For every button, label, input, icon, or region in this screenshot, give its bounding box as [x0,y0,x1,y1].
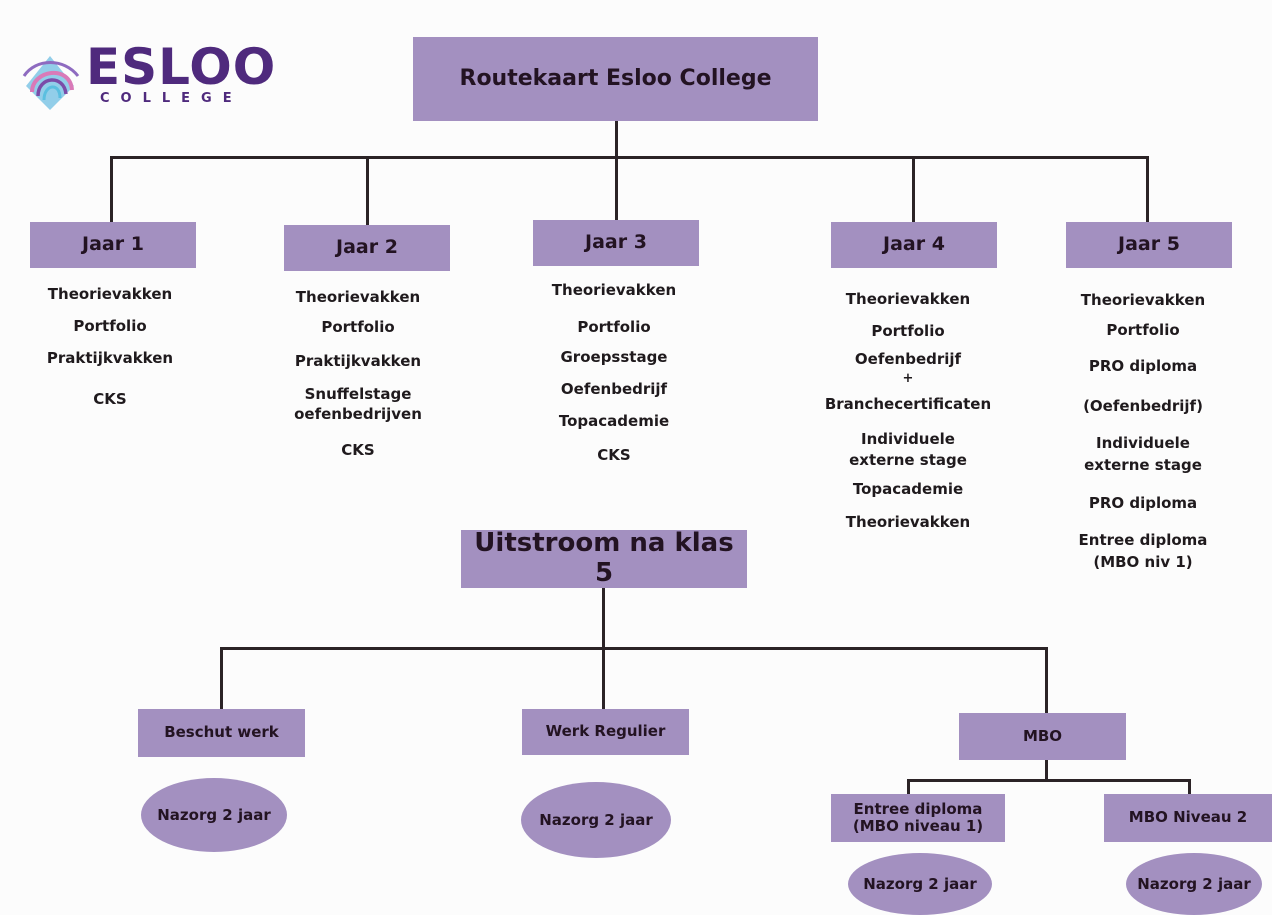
year-4-item: Oefenbedrijf [854,350,962,368]
connector-line [602,588,605,649]
title-box: Routekaart Esloo College [413,37,818,121]
year-1-item: Theorievakken [47,285,173,303]
year-4-item: Individuele [861,430,955,448]
entree-diploma-label: Entree diploma [853,799,983,818]
year-5-item: (MBO niv 1) [1093,553,1193,571]
year-5-item: Entree diploma [1078,531,1208,549]
year-3-item: Portfolio [577,318,651,336]
connector-line [366,156,369,225]
year-5-item: PRO diploma [1088,357,1198,375]
year-4-item: Topacademie [852,480,964,498]
year-box-3: Jaar 3 [533,220,699,266]
year-4-item: + [902,371,914,386]
year-4-item: Theorievakken [845,290,971,308]
year-4-item: Branchecertificaten [824,395,992,413]
year-1-item: Praktijkvakken [46,349,174,367]
year-box-4: Jaar 4 [831,222,997,268]
connector-line [907,779,1191,782]
year-5-item: PRO diploma [1088,494,1198,512]
year-2-item: oefenbedrijven [294,405,422,423]
year-3-item: Theorievakken [551,281,677,299]
year-3-item: Groepsstage [560,348,668,366]
nazorg-ellipse: Nazorg 2 jaar [1126,853,1262,915]
connector-line [110,156,113,222]
nazorg-ellipse: Nazorg 2 jaar [521,782,671,858]
connector-line [1045,760,1048,781]
fingerprint-logo-icon [22,56,80,110]
entree-diploma-box: Entree diploma (MBO niveau 1) [831,794,1005,842]
connector-line [220,647,1047,650]
year-3-item: Oefenbedrijf [560,380,668,398]
year-box-5: Jaar 5 [1066,222,1232,268]
esloo-logo: ESLOO COLLEGE [16,42,275,122]
year-5-item: Theorievakken [1080,291,1206,309]
werk-regulier-box: Werk Regulier [522,709,689,755]
nazorg-ellipse: Nazorg 2 jaar [848,853,992,915]
year-box-1: Jaar 1 [30,222,196,268]
outflow-title-box: Uitstroom na klas 5 [461,528,747,588]
logo-subtitle: COLLEGE [100,91,243,106]
year-3-item: CKS [597,446,631,464]
year-5-item: Portfolio [1106,321,1180,339]
year-box-2: Jaar 2 [284,225,450,271]
year-2-item: CKS [341,441,375,459]
year-2-item: Praktijkvakken [294,352,422,370]
logo-wordmark: ESLOO [86,38,277,96]
connector-line [907,779,910,794]
year-1-item: Portfolio [73,317,147,335]
year-5-item: (Oefenbedrijf) [1083,397,1203,415]
year-2-item: Snuffelstage [304,385,412,403]
year-5-item: Individuele [1096,434,1190,452]
connector-line [1045,647,1048,713]
mbo-box: MBO [959,713,1126,760]
entree-diploma-level: (MBO niveau 1) [852,817,984,835]
year-5-item: externe stage [1084,456,1202,474]
year-2-item: Portfolio [321,318,395,336]
connector-line [602,647,605,709]
connector-line [1146,156,1149,222]
year-3-item: Topacademie [558,412,670,430]
connector-line [615,156,618,220]
beschut-werk-box: Beschut werk [138,709,305,757]
connector-line [912,156,915,222]
year-4-item: externe stage [849,451,967,469]
connector-line [220,647,223,709]
nazorg-ellipse: Nazorg 2 jaar [141,778,287,852]
connector-line [1188,779,1191,794]
year-1-item: CKS [93,390,127,408]
year-4-item: Theorievakken [845,513,971,531]
connector-line [110,156,1149,159]
year-2-item: Theorievakken [295,288,421,306]
mbo-niveau-2-box: MBO Niveau 2 [1104,794,1272,842]
year-4-item: Portfolio [871,322,945,340]
connector-line [615,121,618,158]
